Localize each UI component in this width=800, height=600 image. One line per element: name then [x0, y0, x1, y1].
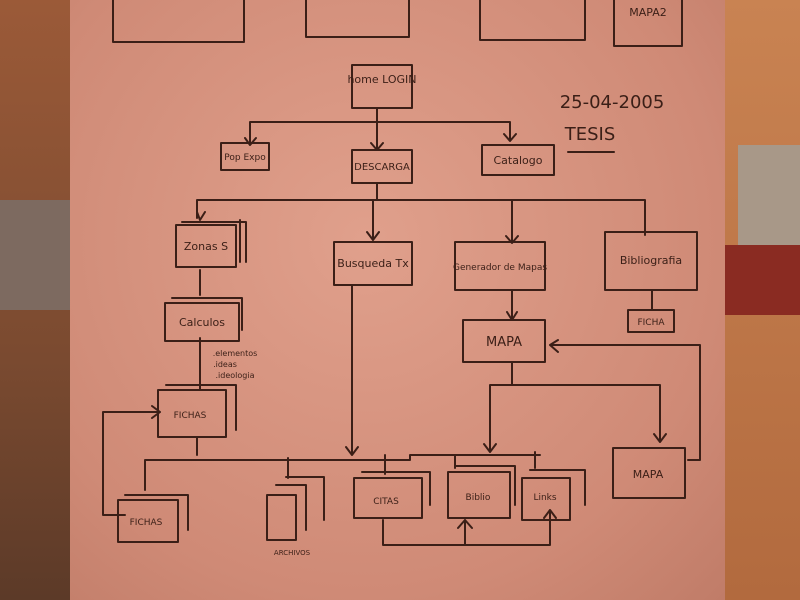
title: TESIS	[564, 124, 616, 145]
red-device	[722, 245, 800, 315]
note-ideologia: .ideologia	[216, 371, 255, 380]
node-catalogo: Catalogo	[494, 154, 543, 167]
node-zonas: Zonas S	[184, 240, 228, 253]
date: 25-04-2005	[560, 92, 665, 113]
connectors	[102, 107, 701, 546]
shelf	[0, 200, 70, 310]
note-ideas: .ideas	[213, 360, 237, 369]
node-fichas-bottom: FICHAS	[130, 518, 163, 528]
node-fichas-top: FICHAS	[174, 411, 207, 421]
node-busqueda: Busqueda Tx	[337, 257, 409, 270]
top-partial-label: MAPA2	[629, 6, 666, 19]
node-descarga: DESCARGA	[354, 162, 410, 173]
node-mapa-bottom: MAPA	[633, 468, 664, 481]
whiteboard	[70, 0, 725, 600]
node-links: Links	[533, 493, 556, 503]
node-generador: Generador de Mapas	[453, 263, 547, 273]
node-citas: CITAS	[373, 497, 399, 507]
node-archivos: ARCHIVOS	[274, 549, 311, 557]
node-bibliografia: Bibliografia	[620, 254, 682, 267]
node-home-login: home LOGIN	[347, 73, 416, 86]
top-partial-boxes	[112, 0, 683, 47]
node-boxes	[117, 64, 698, 543]
node-mapa: MAPA	[486, 335, 522, 350]
box	[738, 145, 800, 245]
node-calculos: Calculos	[179, 316, 225, 329]
node-biblio: Biblio	[466, 493, 491, 503]
node-pop: Pop Expo	[224, 153, 266, 163]
note-elementos: .elementos	[213, 349, 258, 358]
node-ficha: FICHA	[637, 318, 665, 328]
